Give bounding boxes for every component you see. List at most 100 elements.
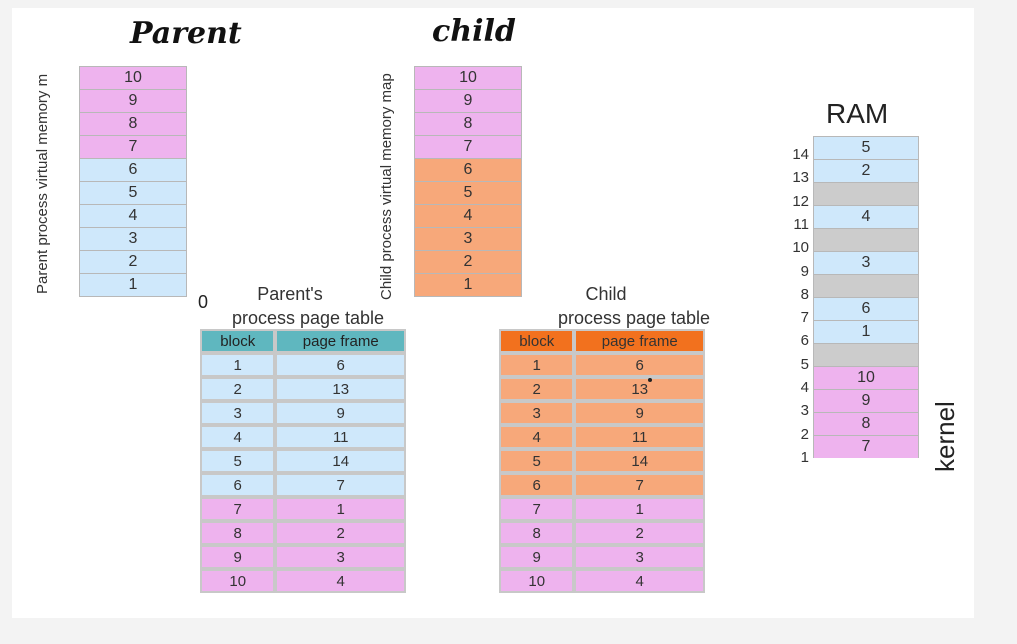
ram-frame: 1 xyxy=(813,320,919,343)
ram-frame-number: 8 xyxy=(800,285,809,303)
ram-frame-number: 10 xyxy=(792,239,809,257)
ram-frame-number: 1 xyxy=(800,448,809,466)
parent-row-page-frame: 3 xyxy=(275,545,406,569)
ram-frame: 10 xyxy=(813,366,919,389)
child-memory-block: 5 xyxy=(414,181,522,204)
child-row-page-frame: 7 xyxy=(574,473,705,497)
ram-frame-number: 14 xyxy=(792,146,809,163)
parent-memory-block: 10 xyxy=(79,66,187,89)
ram-frame-number: 13 xyxy=(792,169,809,187)
parent-row-page-frame: 9 xyxy=(275,401,406,425)
parent-row-page-frame: 6 xyxy=(275,353,406,377)
parent-table-caption: Parent's process page table xyxy=(208,282,408,330)
parent-row-block: 4 xyxy=(200,425,276,449)
parent-row-block: 1 xyxy=(200,353,276,377)
ram-frame: 6 xyxy=(813,297,919,320)
parent-table-caption-line2: process page table xyxy=(231,308,385,328)
ram-frame-number: 3 xyxy=(800,402,809,420)
child-row-block: 3 xyxy=(499,401,575,425)
child-row-block: 8 xyxy=(499,521,575,545)
child-header-page-frame: page frame xyxy=(574,329,705,353)
child-row-block: 7 xyxy=(499,497,575,521)
parent-memory-block: 8 xyxy=(79,112,187,135)
parent-row-block: 2 xyxy=(200,377,276,401)
child-row-page-frame: 14 xyxy=(574,449,705,473)
parent-virtual-memory-label: Parent process virtual memory m xyxy=(34,73,51,294)
ram-frame-number: 7 xyxy=(800,309,809,327)
ram-frame xyxy=(813,274,919,297)
parent-row-page-frame: 4 xyxy=(275,569,406,593)
child-row-block: 1 xyxy=(499,353,575,377)
child-row-page-frame: 1 xyxy=(574,497,705,521)
parent-row-block: 10 xyxy=(200,569,276,593)
child-row-block: 5 xyxy=(499,449,575,473)
child-row-page-frame: 9 xyxy=(574,401,705,425)
ram-frame: 9 xyxy=(813,389,919,412)
parent-memory-block: 1 xyxy=(79,273,187,297)
parent-memory-block: 5 xyxy=(79,181,187,204)
ram-frame xyxy=(813,182,919,205)
parent-memory-block: 3 xyxy=(79,227,187,250)
child-memory-block: 10 xyxy=(414,66,522,89)
child-handwritten-label: child xyxy=(432,14,516,49)
parent-row-page-frame: 13 xyxy=(275,377,406,401)
ram-frame-number: 2 xyxy=(800,425,809,443)
ram-frame-number: 5 xyxy=(800,355,809,373)
parent-memory-block: 4 xyxy=(79,204,187,227)
ram-frame: 8 xyxy=(813,412,919,435)
kernel-label: kernel xyxy=(930,401,960,472)
ram-frame: 5 xyxy=(813,136,919,159)
child-virtual-memory-label: Child process virtual memory map xyxy=(378,73,395,300)
parent-row-page-frame: 14 xyxy=(275,449,406,473)
child-row-page-frame: 4 xyxy=(574,569,705,593)
child-memory-block: 6 xyxy=(414,158,522,181)
child-memory-block: 9 xyxy=(414,89,522,112)
annotation-dot xyxy=(648,378,652,382)
ram-frame xyxy=(813,228,919,251)
ram-frame: 4 xyxy=(813,205,919,228)
ram-frame-number: 9 xyxy=(800,262,809,280)
ram-frame: 2 xyxy=(813,159,919,182)
zero-marker: 0 xyxy=(198,292,209,312)
parent-row-page-frame: 7 xyxy=(275,473,406,497)
parent-row-block: 6 xyxy=(200,473,276,497)
parent-row-block: 7 xyxy=(200,497,276,521)
child-row-page-frame: 11 xyxy=(574,425,705,449)
ram-frame-number: 6 xyxy=(800,332,809,350)
child-memory-block: 8 xyxy=(414,112,522,135)
parent-row-page-frame: 11 xyxy=(275,425,406,449)
child-table-caption: Child process page table xyxy=(542,282,726,330)
parent-table-header-row: block page frame xyxy=(200,329,406,353)
parent-header-block: block xyxy=(200,329,276,353)
parent-memory-block: 6 xyxy=(79,158,187,181)
ram-frame-number: 4 xyxy=(800,379,809,396)
parent-memory-block: 9 xyxy=(79,89,187,112)
parent-header-page-frame: page frame xyxy=(275,329,406,353)
parent-row-block: 9 xyxy=(200,545,276,569)
parent-row-block: 8 xyxy=(200,521,276,545)
child-row-block: 10 xyxy=(499,569,575,593)
ram-title: RAM xyxy=(826,98,889,129)
parent-memory-block: 7 xyxy=(79,135,187,158)
child-memory-block: 1 xyxy=(414,273,522,297)
parent-row-page-frame: 2 xyxy=(275,521,406,545)
child-row-page-frame: 13 xyxy=(574,377,705,401)
ram-frame-number: 11 xyxy=(793,215,809,233)
child-row-block: 4 xyxy=(499,425,575,449)
child-row-page-frame: 3 xyxy=(574,545,705,569)
